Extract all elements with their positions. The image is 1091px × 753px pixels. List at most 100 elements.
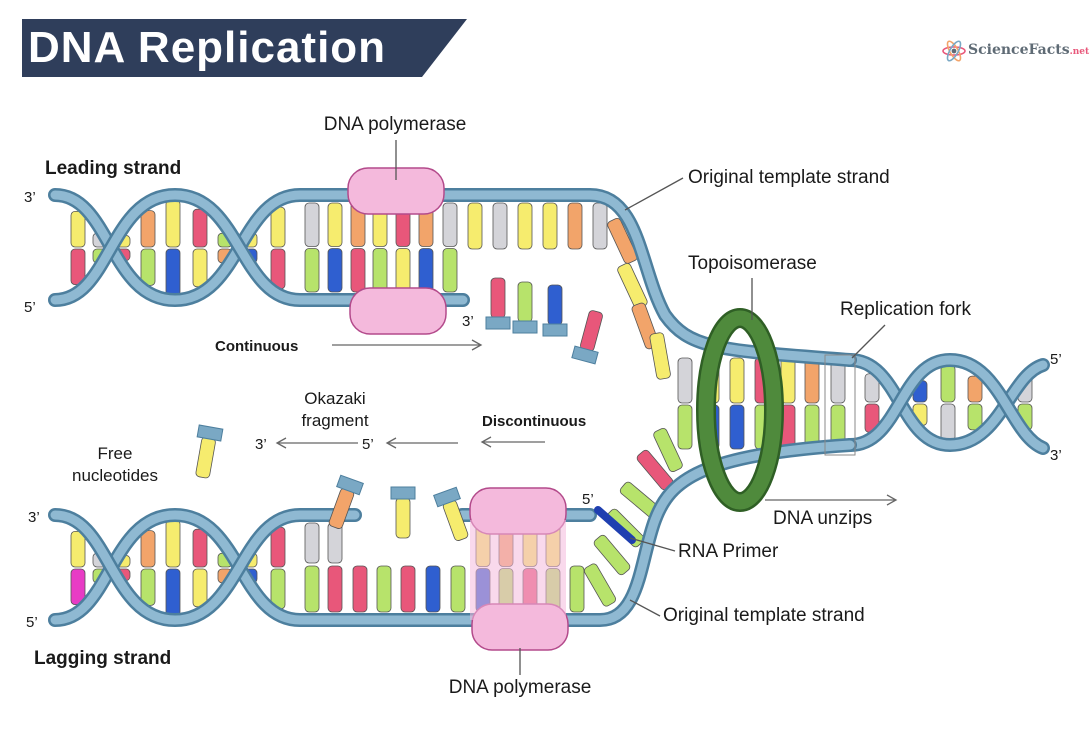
title-banner-shape [22, 19, 467, 77]
free-nucleotide [390, 486, 416, 539]
end-right-bottom: 3’ [1050, 447, 1062, 464]
dna-polymerase-bottom [469, 487, 569, 651]
template-base [677, 357, 693, 404]
base-pair-rung [304, 248, 320, 293]
end-okazaki-5: 5’ [362, 436, 374, 453]
template-base [327, 522, 343, 564]
label-original-template-bottom: Original template strand [663, 605, 865, 626]
nucleotide-base [490, 277, 506, 319]
base-pair-rung [442, 202, 458, 247]
lagging-new-strand-fill [50, 510, 360, 625]
end-okazaki-3: 3’ [255, 436, 267, 453]
base-pair-rung [192, 568, 208, 608]
template-base [492, 202, 508, 250]
free-nucleotide [542, 284, 568, 337]
free-nucleotide [485, 277, 511, 330]
brand-name: ScienceFacts.net [968, 42, 1089, 58]
base-pair-rung [70, 211, 86, 248]
dna-polymerase-top-lower [349, 287, 447, 335]
template-base [649, 332, 671, 380]
leader-lines [395, 140, 886, 675]
template-base [467, 202, 483, 250]
top-template-strand-fill [50, 190, 855, 365]
leader-replication-fork [851, 324, 886, 359]
base-pair-rung [270, 526, 286, 568]
parent-helix-strand-b-fill [845, 355, 1048, 453]
okazaki-arrow-a-head [385, 437, 397, 449]
brand-logo [942, 40, 966, 62]
base-pair-rung [192, 208, 208, 248]
nucleotide-base [395, 497, 411, 539]
base-pair-rung [304, 202, 320, 247]
brand-suffix: .net [1069, 47, 1090, 57]
discontinuous-arrow-head [480, 436, 492, 448]
template-base [567, 202, 583, 250]
label-topoisomerase: Topoisomerase [688, 253, 817, 274]
end-lagging-left-top: 3’ [28, 509, 40, 526]
rna-primer [594, 506, 636, 544]
free-nucleotides-group [195, 277, 603, 541]
nucleotide-phosphate [571, 345, 599, 365]
nucleotide-phosphate [336, 474, 364, 496]
nucleotide-phosphate [433, 486, 461, 508]
base-pair-rung [327, 202, 343, 247]
base-pair-rung [165, 248, 181, 297]
nucleotide-phosphate [390, 486, 416, 500]
nucleotide-base [195, 436, 216, 479]
label-leading-strand: Leading strand [45, 158, 182, 179]
label-dna-unzips: DNA unzips [773, 508, 873, 529]
template-base [592, 202, 608, 250]
label-replication-fork: Replication fork [840, 299, 971, 320]
leader-template-top [624, 177, 684, 211]
base-pair-rung [940, 403, 956, 442]
base-pair-rung [418, 248, 434, 293]
label-okazaki-fragment: Okazaki fragment [301, 389, 369, 430]
template-base [804, 357, 820, 404]
base-pair-rung [372, 248, 388, 293]
label-continuous: Continuous [215, 338, 299, 355]
base-pair-rung [140, 248, 156, 286]
template-base [304, 565, 320, 613]
base-pair-rung [140, 210, 156, 248]
label-lagging-strand: Lagging strand [34, 648, 172, 669]
template-base [584, 563, 616, 607]
template-base [677, 404, 693, 450]
end-leading-left-top: 3’ [24, 189, 36, 206]
template-base [729, 357, 745, 404]
base-pair-rung [967, 375, 983, 403]
end-leading-left-bottom: 5’ [24, 299, 36, 316]
replication-fork-box [824, 354, 856, 456]
nucleotide-base [547, 284, 563, 326]
end-lagging-left-bottom: 5’ [26, 614, 38, 631]
template-base [593, 534, 631, 576]
free-nucleotide [512, 281, 538, 334]
end-right-top: 5’ [1050, 351, 1062, 368]
nucleotide-phosphate [542, 323, 568, 337]
base-pair-rung [192, 248, 208, 288]
label-dna-polymerase-bottom: DNA polymerase [448, 677, 592, 698]
free-nucleotide [195, 424, 224, 479]
nucleotide-phosphate [196, 424, 224, 442]
base-pair-rung [165, 199, 181, 248]
label-original-template-top: Original template strand [688, 167, 890, 188]
label-free-nucleotides: Free nucleotides [71, 444, 158, 485]
topoisomerase-ring [696, 308, 784, 512]
template-base [376, 565, 392, 613]
end-leading-new: 3’ [462, 313, 474, 330]
label-dna-polymerase-top: DNA polymerase [323, 114, 467, 135]
page-title: DNA Replication [28, 23, 387, 72]
leading-new-strand-fill [50, 190, 468, 305]
free-nucleotide [328, 474, 364, 529]
label-discontinuous: Discontinuous [482, 413, 587, 430]
nucleotide-base [517, 281, 533, 323]
template-base [653, 428, 683, 472]
leader-template-bottom [629, 599, 661, 617]
template-base [304, 522, 320, 564]
template-base [569, 565, 585, 613]
title-banner [22, 19, 467, 77]
nucleotide-phosphate [512, 320, 538, 334]
label-rna-primer: RNA Primer [678, 541, 779, 562]
base-pair-rung [192, 528, 208, 568]
